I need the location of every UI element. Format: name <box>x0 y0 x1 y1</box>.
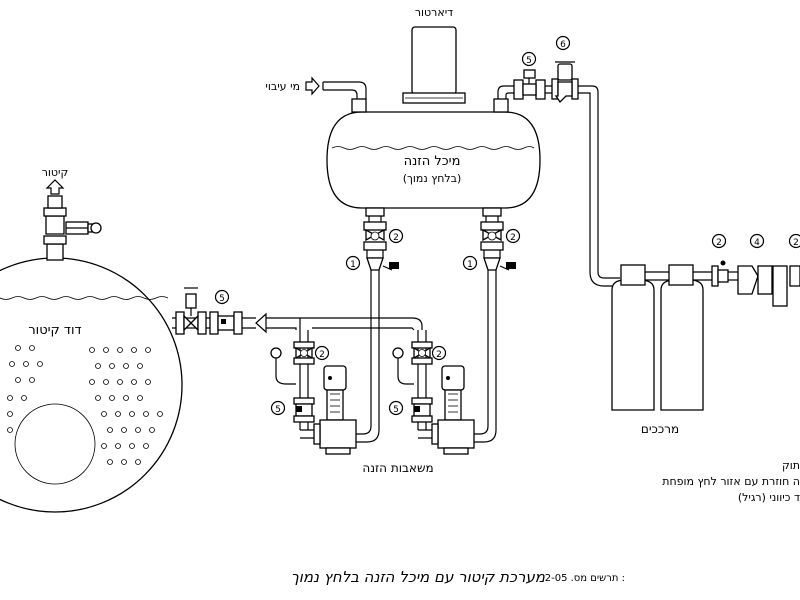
soft-water-label: מי עיבוי <box>265 80 300 93</box>
pump-discharge-left <box>270 330 315 439</box>
tank-outlet-right <box>480 207 516 271</box>
svg-text:4: 4 <box>754 238 760 248</box>
feed-pump-left <box>313 365 357 455</box>
legend-line-3: ד כיווני (רגיל) <box>738 491 800 504</box>
svg-text:2: 2 <box>793 238 799 248</box>
steam-outlet-valve <box>43 195 102 261</box>
valve-5-top <box>513 69 546 100</box>
feed-pumps-label: משאבות הזנה <box>362 461 433 475</box>
callout-5-pump-right: 5 <box>388 400 404 416</box>
callout-2-pump-right: 2 <box>431 345 447 361</box>
feed-tank-subtitle: (בלחץ נמוך) <box>403 172 462 185</box>
softener-header-pipe <box>645 271 712 281</box>
steam-label: קיטור <box>42 166 69 179</box>
strainer-6 <box>551 61 579 104</box>
suction-pipe-left <box>356 270 380 443</box>
callout-2-softener-b: 2 <box>788 233 800 249</box>
feed-pump-right <box>431 365 475 455</box>
softener-inlet-valves <box>711 260 800 307</box>
callout-1-left: 1 <box>345 255 361 271</box>
svg-text:1: 1 <box>467 260 473 270</box>
deaerator-label: דיארטור <box>415 6 453 19</box>
callout-5-boiler: 5 <box>214 289 230 305</box>
callout-1-right: 1 <box>462 255 478 271</box>
caption-ref: תרשים מס. 2-05 : <box>545 573 625 584</box>
softeners-label: מרככים <box>641 422 679 436</box>
tank-outlet-left <box>363 207 399 271</box>
callout-2-tank-right: 2 <box>505 228 521 244</box>
soft-water-arrow-icon <box>305 76 320 96</box>
deaerator <box>402 26 466 104</box>
legend-line-2: ה חוזרת עם אזור לחץ מופחת <box>662 475 800 488</box>
feed-tank <box>326 98 541 209</box>
svg-text:2: 2 <box>510 233 516 243</box>
feed-tank-title: מיכל הזנה <box>404 154 461 169</box>
svg-text:2: 2 <box>319 350 325 360</box>
steam-out-arrow-icon <box>45 179 65 195</box>
svg-text:5: 5 <box>393 405 399 415</box>
suction-pipe-right <box>474 270 497 443</box>
boiler-label: דוד קיטור <box>28 323 81 338</box>
callout-2-pump-left: 2 <box>314 345 330 361</box>
steam-boiler <box>0 257 183 513</box>
boiler-tubes <box>7 345 163 465</box>
svg-text:6: 6 <box>560 40 566 50</box>
callout-2-tank-left: 2 <box>388 228 404 244</box>
callout-5-top: 5 <box>521 51 537 67</box>
svg-text:2: 2 <box>436 350 442 360</box>
svg-text:2: 2 <box>716 238 722 248</box>
callout-4-softener: 4 <box>749 233 765 249</box>
feed-header-pipe <box>266 317 423 331</box>
soft-water-inlet-pipe <box>323 81 367 99</box>
svg-text:5: 5 <box>219 294 225 304</box>
makeup-pipe <box>497 85 620 279</box>
softener-tanks <box>611 264 704 411</box>
boiler-feed-valves <box>175 287 243 335</box>
callout-2-softener-a: 2 <box>711 233 727 249</box>
svg-text:5: 5 <box>275 405 281 415</box>
feed-flow-arrow-icon <box>255 312 267 334</box>
caption-title: מערכת קיטור עם מיכל הזנה בלחץ נמוך <box>291 568 546 586</box>
callout-5-pump-left: 5 <box>270 400 286 416</box>
svg-text:2: 2 <box>393 233 399 243</box>
svg-text:1: 1 <box>350 260 356 270</box>
callout-6-top: 6 <box>555 35 571 51</box>
legend-line-1: תוק <box>782 459 800 472</box>
pump-discharge-right <box>392 330 433 439</box>
svg-text:5: 5 <box>526 56 532 66</box>
